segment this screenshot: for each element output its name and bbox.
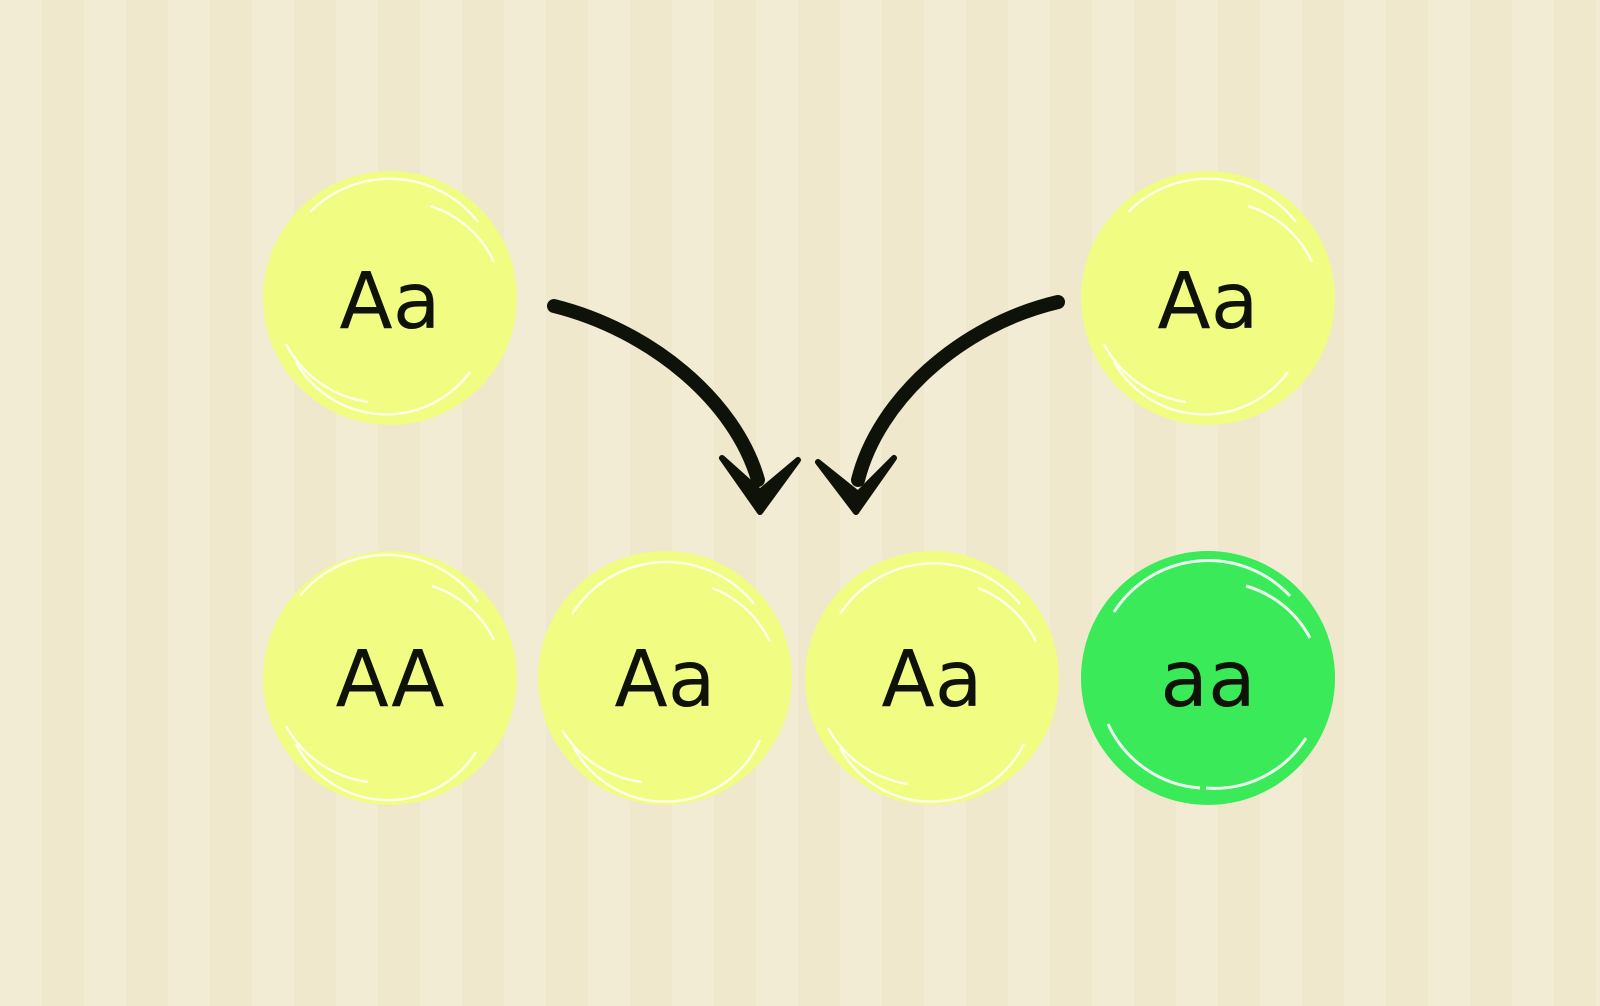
highlight-arc (284, 725, 369, 784)
offspring-1-fill (263, 551, 517, 805)
highlight-arc (826, 727, 909, 786)
offspring-4-fill (1081, 551, 1335, 805)
highlight-arc (560, 729, 643, 784)
offspring-circle-2: Aa (538, 551, 792, 805)
parent-right-genotype: Aa (1157, 257, 1258, 347)
highlight-arc (570, 560, 755, 615)
highlight-arc (431, 584, 496, 641)
highlight-arc (284, 343, 369, 404)
highlight-arc (1112, 361, 1290, 416)
offspring-3-genotype: Aa (881, 635, 982, 725)
highlight-arc (1102, 343, 1187, 404)
highlight-arc (572, 739, 762, 803)
highlight-arc (977, 586, 1038, 643)
parent-left-genotype: Aa (339, 257, 440, 347)
highlight-arc (1205, 737, 1308, 790)
offspring-2-fill (538, 551, 792, 805)
highlight-arc (838, 562, 1021, 615)
parent-left-fill (263, 171, 517, 425)
offspring-circle-4: aa (1081, 551, 1335, 805)
curved-arrow-down-right-icon (547, 299, 801, 515)
offspring-4-genotype: aa (1160, 635, 1256, 725)
highlight-arc (429, 204, 496, 263)
highlight-arc (1245, 584, 1312, 639)
offspring-circle-3: Aa (805, 551, 1059, 805)
highlight-arc (294, 361, 472, 416)
offspring-1-genotype: AA (336, 635, 445, 725)
offspring-3-fill (805, 551, 1059, 805)
parent-circle-right: Aa (1081, 171, 1335, 425)
highlight-arc (838, 743, 1026, 803)
offspring-2-genotype: Aa (614, 635, 715, 725)
highlight-arc (309, 177, 479, 223)
highlight-arc (1247, 204, 1314, 263)
highlight-arc (1106, 723, 1201, 790)
highlight-arc (1127, 177, 1297, 223)
offspring-circle-1: AA (263, 551, 517, 805)
parent-circle-left: Aa (263, 171, 517, 425)
highlight-arc (1112, 559, 1292, 613)
curved-arrow-down-left-icon (815, 295, 1065, 515)
parent-right-fill (1081, 171, 1335, 425)
highlight-arc (299, 553, 480, 603)
highlight-arc (294, 743, 478, 802)
highlight-arc (711, 586, 772, 643)
